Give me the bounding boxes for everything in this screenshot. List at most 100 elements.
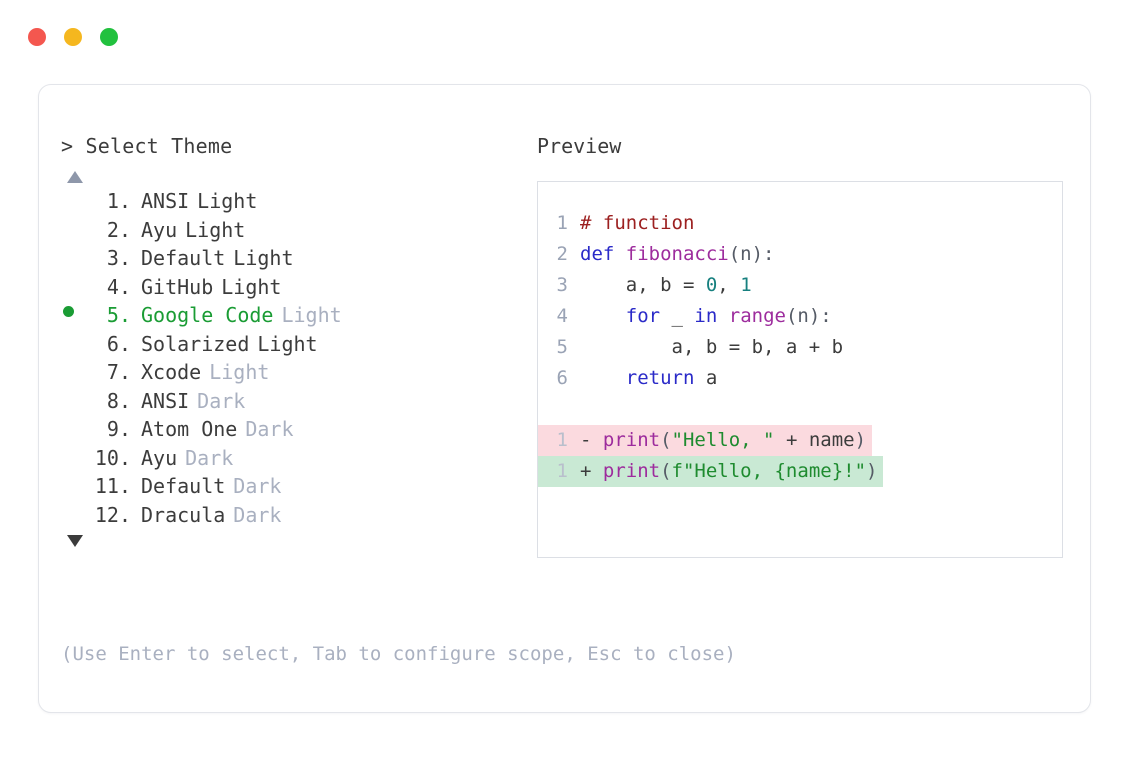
code-line-body: a, b = 0, 1 [580,270,752,301]
line-number: 4 [556,305,568,327]
theme-list-item[interactable]: 7. Xcode Light [61,358,531,387]
theme-list-item[interactable]: 6. Solarized Light [61,330,531,359]
code-line-body: a, b = b, a + b [580,332,844,363]
code-token: range [728,305,786,327]
theme-item-name: Ayu [141,217,178,242]
code-line-body: for _ in range(n): [580,301,832,332]
theme-list-item[interactable]: 12. Dracula Dark [61,501,531,530]
theme-list-item[interactable]: 2. Ayu Light [61,216,531,245]
code-token: _ [660,305,695,327]
theme-item-variant: Light [197,189,258,213]
code-token: fibonacci [625,243,729,265]
diff-line-body: - print("Hello, " + name) [580,425,873,456]
code-line: 6 return a [538,363,1062,394]
theme-item-index: 4. [106,274,131,299]
code-line-body: # function [580,208,694,239]
code-token: print [602,460,661,482]
theme-list-item[interactable]: 9. Atom One Dark [61,415,531,444]
code-line-body: return a [580,363,718,394]
theme-list-item[interactable]: 1. ANSI Light [61,187,531,216]
theme-item-index: 2. [106,217,131,242]
line-number: 1 [556,212,568,234]
scroll-up-arrow-icon[interactable] [67,171,83,183]
diff-sign: + [580,460,603,482]
code-token: a [694,367,718,389]
theme-item-name: Atom One [141,417,238,441]
code-token: f"Hello, {name}!" [671,460,867,482]
theme-item-name: Google Code [141,303,274,327]
code-blank-line [538,394,1062,425]
theme-item-variant: Dark [233,502,282,527]
selection-bullet-cell [61,306,87,322]
code-token: for [625,305,661,327]
code-token: in [694,305,718,327]
theme-item-variant: Light [281,303,342,327]
code-line: 4 for _ in range(n): [538,301,1062,332]
code-token: , [717,274,741,296]
code-token: print [602,429,661,451]
theme-item-index: 6. [106,331,131,356]
code-token: ) [854,429,867,451]
line-number: 3 [556,274,568,296]
theme-item-index: 12. [94,502,131,527]
code-token: ( [660,460,672,482]
theme-item-name: Solarized [141,331,250,356]
theme-item-variant: Dark [245,417,294,441]
theme-list-item[interactable]: 5. Google Code Light [61,301,531,330]
theme-item-variant: Light [257,331,318,356]
theme-item-variant: Dark [185,445,234,470]
code-token: return [625,367,695,389]
theme-item-index: 8. [106,388,131,413]
theme-item-index: 7. [106,360,131,384]
theme-item-name: ANSI [141,189,190,213]
theme-item-index: 5. [106,303,131,327]
code-token: (n): [728,243,775,265]
code-token: def [580,243,626,265]
code-line-body: def fibonacci(n): [580,239,774,270]
code-token: + name [774,429,855,451]
code-token [717,305,728,327]
theme-item-name: Dracula [141,502,226,527]
theme-list-item[interactable]: 8. ANSI Dark [61,387,531,416]
theme-item-variant: Light [221,274,282,299]
code-token: (n): [785,305,832,327]
theme-item-name: ANSI [141,388,190,413]
window-controls [28,28,118,46]
keyboard-hint: (Use Enter to select, Tab to configure s… [61,643,736,665]
theme-item-variant: Dark [197,388,246,413]
code-token: 0 [705,274,718,296]
scroll-down-arrow-icon[interactable] [67,535,83,547]
code-token [580,367,626,389]
theme-item-name: Xcode [141,360,202,384]
theme-item-variant: Light [185,217,246,242]
code-token: 1 [740,274,752,296]
code-token: "Hello, " [671,429,775,451]
line-number: 1 [538,456,580,487]
diff-line-body: + print(f"Hello, {name}!") [580,456,884,487]
theme-item-name: Ayu [141,445,178,470]
code-line: 5 a, b = b, a + b [538,332,1062,363]
code-token [580,305,626,327]
theme-item-variant: Dark [233,474,282,498]
maximize-button[interactable] [100,28,118,46]
code-line: 1 # function [538,208,1062,239]
theme-item-index: 9. [106,417,131,441]
line-number: 6 [556,367,568,389]
theme-item-index: 3. [106,246,131,270]
theme-item-variant: Light [209,360,270,384]
line-number: 5 [556,336,568,358]
close-button[interactable] [28,28,46,46]
minimize-button[interactable] [64,28,82,46]
diff-sign: - [580,429,603,451]
theme-item-index: 1. [106,189,131,213]
code-token: ( [660,429,672,451]
